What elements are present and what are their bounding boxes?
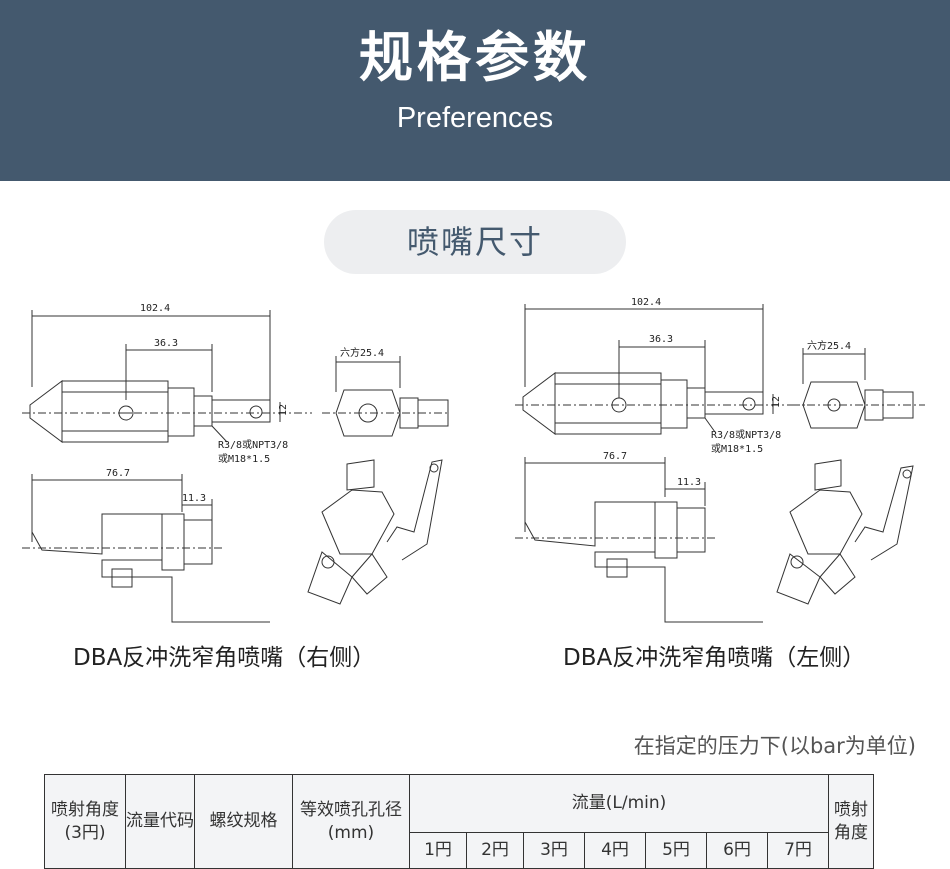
header-spray-angle: 喷射角度(3円) <box>44 774 126 869</box>
dimension-thread-length: 11.3 <box>182 493 206 504</box>
thread-spec-line-2: 或M18*1.5 <box>711 443 763 455</box>
header-spray-angle-right: 喷射角度 <box>828 774 874 869</box>
dimension-overall-length: 102.4 <box>631 297 661 308</box>
pressure-unit-note: 在指定的压力下(以bar为单位) <box>633 734 916 758</box>
header-flow-code: 流量代码 <box>125 774 195 869</box>
page-title: 规格参数 <box>359 26 591 89</box>
dimension-mid-length: 36.3 <box>649 334 673 345</box>
thread-spec-line-1: R3/8或NPT3/8 <box>218 439 288 451</box>
dimension-side-length: 76.7 <box>603 451 627 462</box>
dimension-mid-length: 36.3 <box>154 338 178 349</box>
drawing-left-nozzle: 102.4 36.3 12 R3/8或NPT3/8 或M18*1.5 六方25.… <box>515 292 935 637</box>
dimension-width: 12 <box>771 396 782 408</box>
page-subtitle: Preferences <box>396 102 554 134</box>
thread-spec-line-2: 或M18*1.5 <box>218 453 270 465</box>
dimension-hex: 六方25.4 <box>807 339 851 352</box>
drawing-right-nozzle: 102.4 36.3 12 R3/8或NPT3/8 或M18*1.5 六方25.… <box>22 292 462 637</box>
thread-spec-line-1: R3/8或NPT3/8 <box>711 429 781 441</box>
header-flow-rate: 流量(L/min) <box>409 774 829 833</box>
drawing-caption-left: DBA反冲洗窄角喷嘴（左侧） <box>563 645 866 671</box>
dimension-width: 12 <box>278 404 289 416</box>
dimension-hex: 六方25.4 <box>340 346 384 359</box>
spec-table: 喷射角度(3円) 流量代码 螺纹规格 等效喷孔孔径(mm) 流量(L/min) … <box>44 774 874 869</box>
section-title: 喷嘴尺寸 <box>324 210 626 274</box>
header-banner: 规格参数 Preferences <box>0 0 950 181</box>
header-thread-spec: 螺纹规格 <box>194 774 293 869</box>
dimension-thread-length: 11.3 <box>677 477 701 488</box>
dimension-side-length: 76.7 <box>106 468 130 479</box>
header-orifice-diameter: 等效喷孔孔径(mm) <box>292 774 410 869</box>
drawing-caption-right: DBA反冲洗窄角喷嘴（右侧） <box>73 645 376 671</box>
dimension-overall-length: 102.4 <box>140 303 170 314</box>
